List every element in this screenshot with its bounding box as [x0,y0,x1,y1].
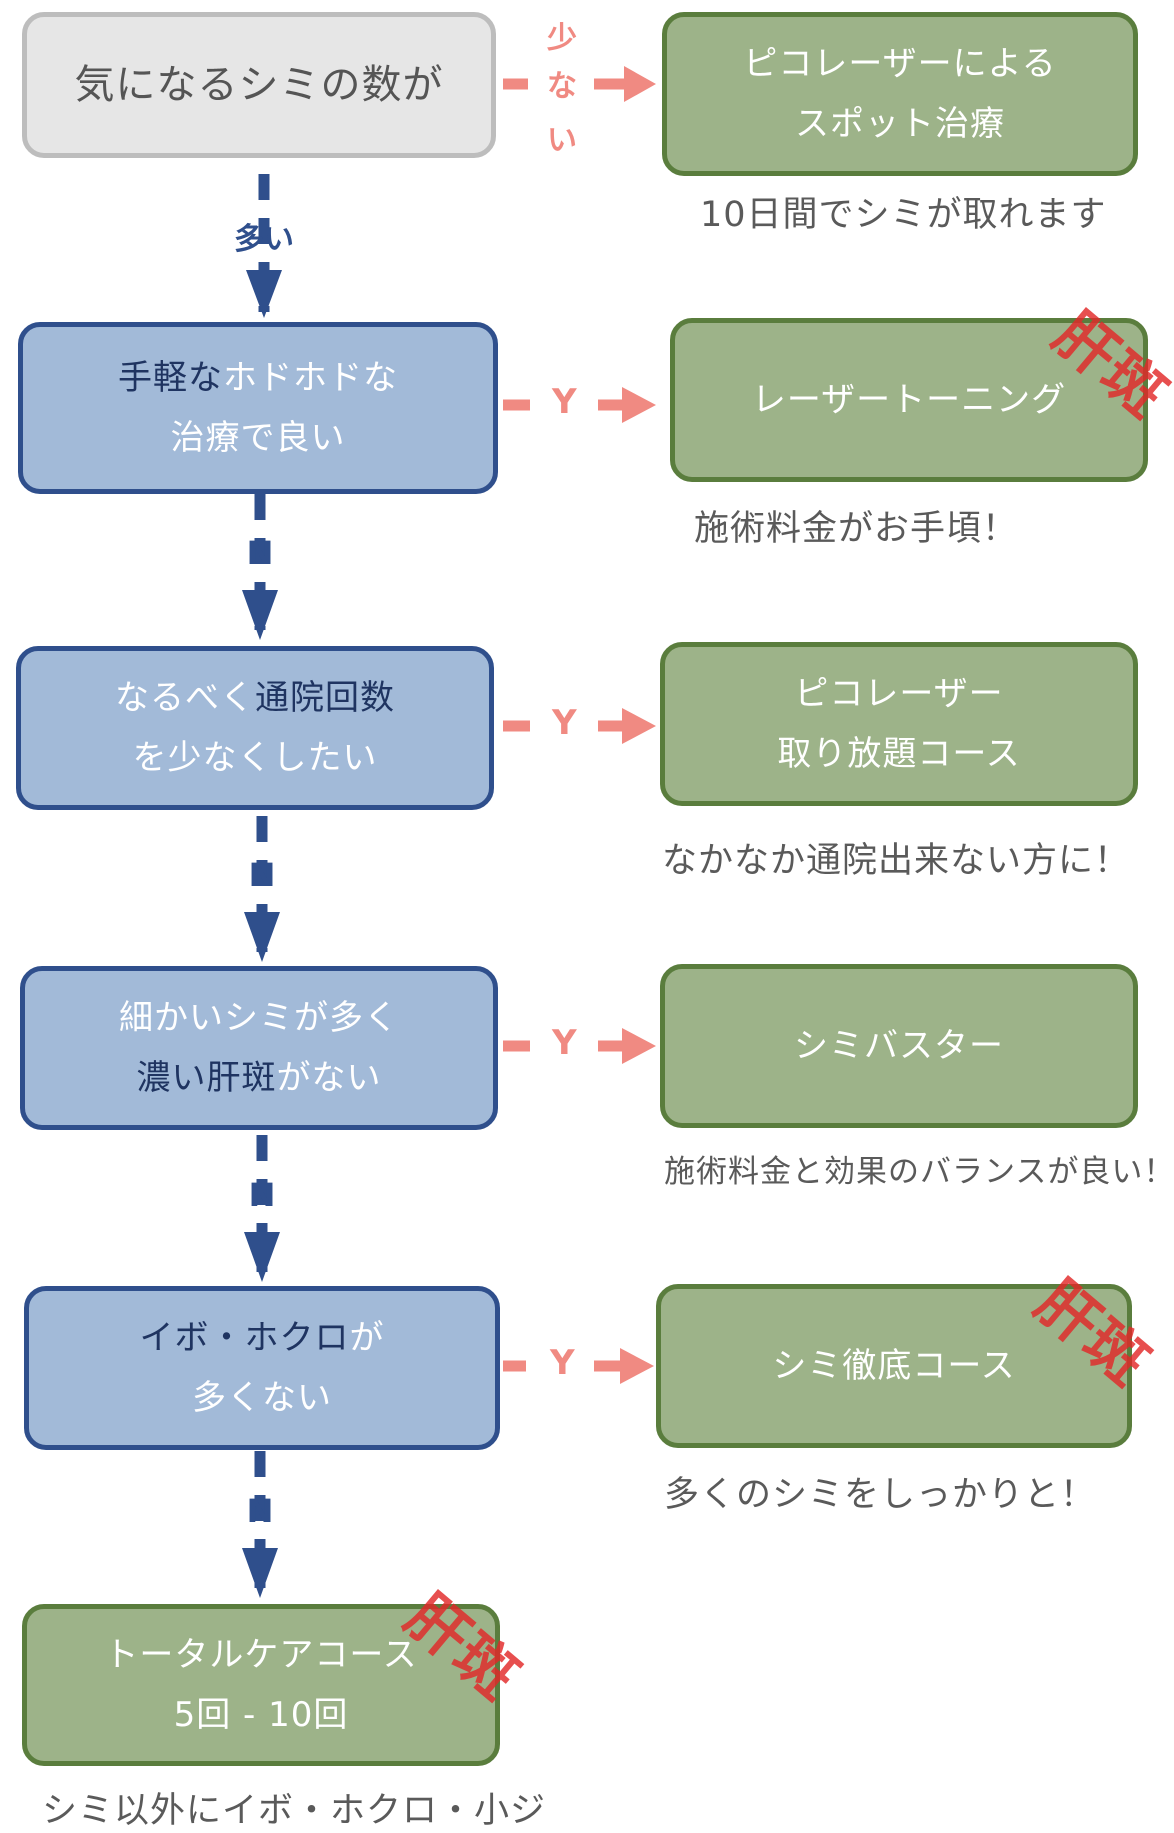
question-4-line2: 多くない [192,1378,332,1418]
question-1-line2: 治療で良い [170,418,346,458]
result-shimi-thorough-box: シミ徹底コース [656,1284,1132,1448]
result-0-line1: ピコレーザーによる [743,44,1057,84]
question-1-line1b: ホドホドな [223,358,398,398]
few-label-2: な [547,69,577,104]
question-3-line2a: 濃い肝斑 [136,1058,277,1098]
result-4-line1: シミ徹底コース [772,1346,1016,1386]
question-2-line1b: 通院回数 [255,678,395,718]
final-line1: トータルケアコース [104,1635,418,1675]
result-pico-unlimited-box: ピコレーザー 取り放題コース [660,642,1138,806]
no-label-1: N [246,534,274,572]
result-4-note: 多くのシミをしっかりと！ [664,1475,1097,1515]
result-2-line2: 取り放題コース [777,734,1021,774]
final-line2: 5回 - 10回 [173,1695,349,1735]
result-1-note: 施術料金がお手頃！ [694,509,1019,549]
question-2-line1a: なるべく [115,678,255,718]
question-4-box: イボ・ホクロが 多くない [24,1286,500,1450]
question-3-line2b: がない [276,1058,382,1098]
question-3-box: 細かいシミが多く 濃い肝斑がない [20,966,498,1130]
result-1-line1: レーザートーニング [751,380,1067,420]
yes-label-2: Y [552,703,577,743]
few-label-3: い [547,123,577,158]
question-4-line1b: が [349,1318,385,1358]
question-1-line1a: 手軽な [118,358,223,398]
final-total-care-box: トータルケアコース 5回 - 10回 [22,1604,500,1766]
no-label-3: N [248,1176,276,1214]
yes-label-4: Y [550,1343,575,1383]
many-label: 多い [234,222,294,257]
question-2-box: なるべく通院回数 を少なくしたい [16,646,494,810]
final-note: シミ以外にイボ・ホクロ・小ジ [42,1791,547,1831]
start-question-box: 気になるシミの数が [22,12,496,158]
result-spot-treatment-box: ピコレーザーによる スポット治療 [662,12,1138,176]
result-2-note: なかなか通院出来ない方に！ [662,841,1131,881]
few-label-1: 少 [547,21,577,56]
question-2-line2: を少なくしたい [132,738,378,778]
start-question-text: 気になるシミの数が [74,62,444,108]
question-1-box: 手軽なホドホドな 治療で良い [18,322,498,494]
yes-label-3: Y [552,1023,577,1063]
result-3-line1: シミバスター [794,1026,1004,1066]
question-3-line1: 細かいシミが多く [119,998,399,1038]
result-2-line1: ピコレーザー [794,674,1004,714]
result-0-note: 10日間でシミが取れます [700,195,1107,235]
result-3-note: 施術料金と効果のバランスが良い！ [664,1154,1174,1190]
result-0-line2: スポット治療 [795,104,1005,144]
no-label-4: N [246,1492,274,1530]
yes-label-1: Y [552,382,577,422]
result-laser-toning-box: レーザートーニング [670,318,1148,482]
result-shimi-buster-box: シミバスター [660,964,1138,1128]
no-label-2: N [248,856,276,894]
question-4-line1a: イボ・ホクロ [139,1318,350,1358]
